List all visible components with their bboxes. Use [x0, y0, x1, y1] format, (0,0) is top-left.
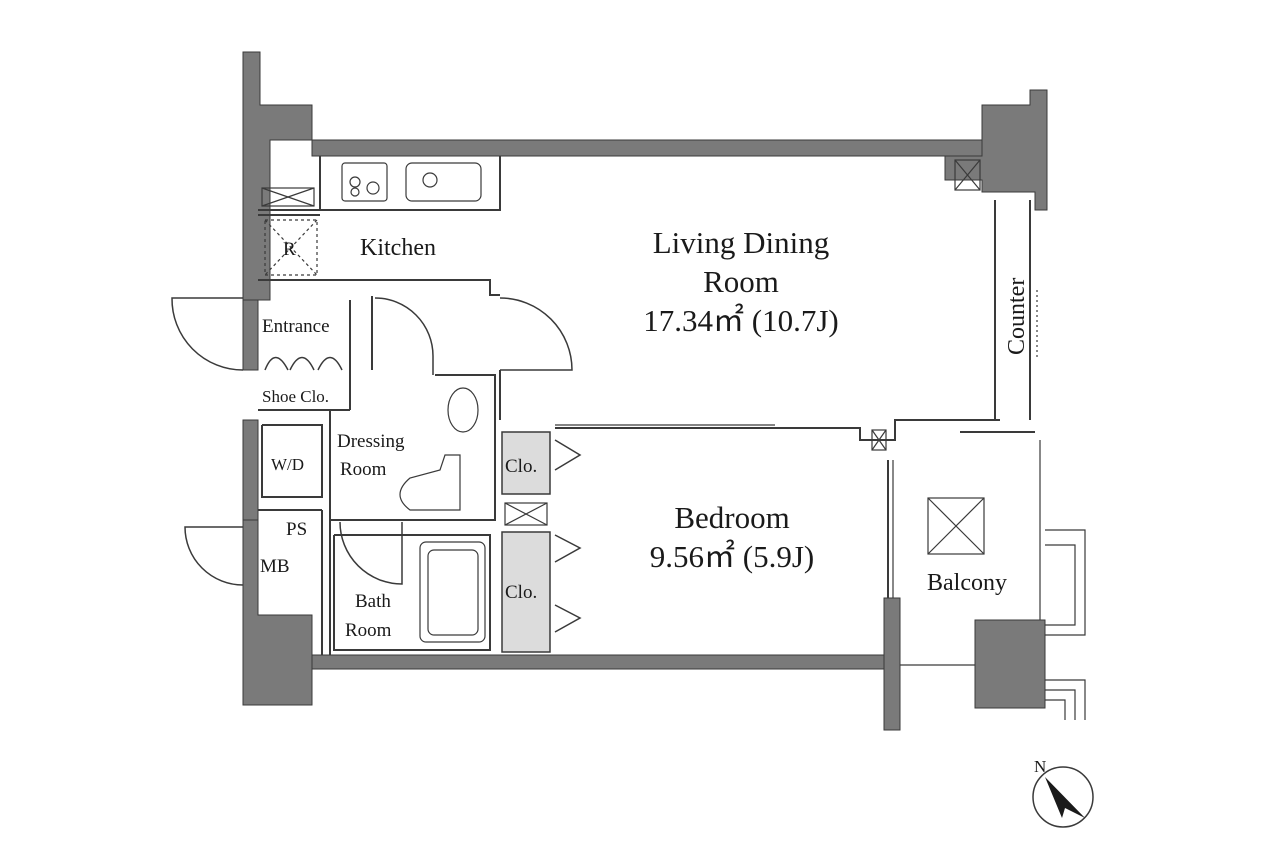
living-door [499, 297, 573, 371]
dressing-label-line1: Dressing [337, 431, 405, 452]
duct-kitchen [261, 187, 315, 207]
wall-top-right-column [944, 89, 1048, 211]
wall-balcony-column [974, 619, 1046, 709]
refrigerator-label: R [283, 239, 296, 260]
closet-lower-label: Clo. [505, 582, 537, 603]
closet-lower-door-1 [554, 534, 582, 563]
wall-bottom-left-column [242, 519, 313, 706]
wall-left-lower [242, 419, 259, 521]
wall-bottom-beam [311, 654, 888, 670]
toilet [399, 454, 461, 511]
closet-lower [501, 531, 551, 653]
bath-label-line2: Room [345, 620, 392, 641]
washbasin [447, 387, 479, 433]
bath-label-line1: Bath [355, 591, 391, 612]
dressing-outer [330, 374, 496, 521]
mb-label: MB [260, 556, 290, 577]
kitchen-lower-wall [258, 279, 500, 296]
closet-upper-label: Clo. [505, 456, 537, 477]
balcony-step-1 [1045, 529, 1086, 636]
wd-box [261, 424, 323, 498]
kitchen-sink [405, 162, 482, 202]
wall-left-middle [242, 299, 259, 371]
counter-label: Counter [1004, 278, 1030, 355]
wall-bedroom-bottom-right [883, 597, 901, 731]
duct-balcony [927, 497, 985, 555]
balcony-step-3 [1045, 679, 1086, 720]
balcony-step-2 [1045, 544, 1076, 626]
duct-bedroom [871, 429, 887, 451]
washer-label: W/D [271, 455, 304, 474]
bathtub-inner [427, 549, 479, 636]
bath-box [333, 534, 491, 651]
structural-walls [242, 51, 1048, 731]
compass: N [1032, 757, 1094, 828]
shoe-closet-doors [264, 356, 343, 371]
closet-upper [501, 431, 551, 495]
shoe-closet-label: Shoe Clo. [262, 387, 329, 406]
entrance-label: Entrance [262, 316, 330, 337]
closet-lower-door-2 [554, 604, 582, 633]
ducts [261, 159, 985, 555]
ps-door [184, 526, 244, 586]
dressing-door [374, 297, 434, 375]
living-title-line2: Room [703, 264, 779, 299]
duct-top-right [954, 159, 981, 191]
closet-upper-door [554, 439, 582, 471]
room-labels: Kitchen R Living Dining Room 17.34㎡ (10.… [260, 225, 1030, 641]
wall-top-beam [311, 139, 983, 157]
fixtures [264, 162, 1038, 643]
doors [171, 297, 573, 586]
kitchen-counter-outline [319, 156, 501, 211]
bedroom-top-right [780, 419, 1000, 441]
compass-north-label: N [1034, 757, 1046, 776]
kitchen-label: Kitchen [360, 235, 436, 261]
entrance-door [171, 297, 244, 371]
living-title-line1: Living Dining [653, 225, 830, 260]
duct-between-closets [504, 502, 548, 526]
living-area: 17.34㎡ (10.7J) [643, 303, 838, 338]
refrigerator-box [264, 219, 318, 276]
bathtub [419, 541, 486, 643]
stove [341, 162, 388, 202]
dressing-label-line2: Room [340, 459, 387, 480]
balcony-step-5 [1045, 699, 1066, 720]
ps-label: PS [286, 519, 307, 540]
closets [501, 431, 582, 653]
balcony-step-4 [1045, 689, 1076, 720]
north-arrow-icon [1045, 777, 1085, 818]
wall-top-left-column [242, 51, 313, 301]
bath-door [339, 521, 403, 585]
interior-walls [258, 156, 1086, 720]
bedroom-area: 9.56㎡ (5.9J) [650, 539, 814, 574]
bedroom-title: Bedroom [674, 500, 789, 535]
balcony-label: Balcony [927, 570, 1007, 596]
